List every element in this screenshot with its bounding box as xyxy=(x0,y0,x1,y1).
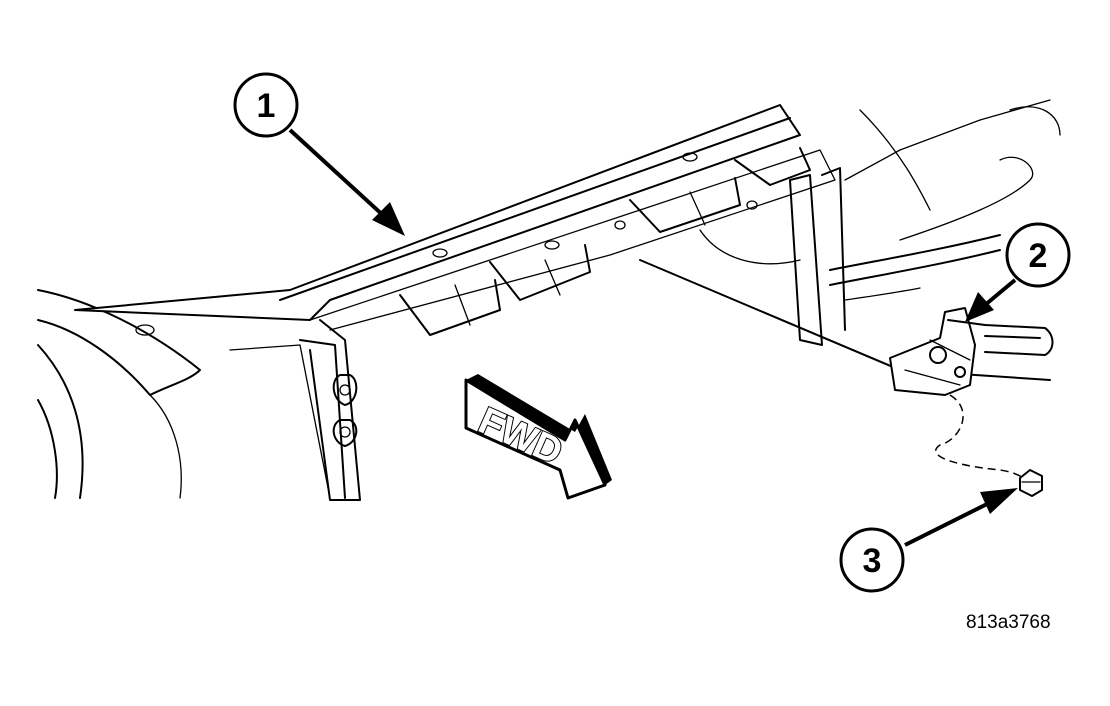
radiator-crossmember xyxy=(74,104,836,336)
figure-id: 813a3768 xyxy=(966,612,1051,633)
callout-3-arrow xyxy=(904,488,1018,547)
right-radiator-support xyxy=(639,99,1061,381)
callout-1-label: 1 xyxy=(257,87,276,125)
callout-2: 2 xyxy=(1005,222,1071,288)
fender-outline xyxy=(37,289,201,499)
callout-1: 1 xyxy=(233,72,299,138)
left-radiator-support xyxy=(229,319,361,501)
callout-2-arrow xyxy=(965,278,1017,322)
callout-1-arrow xyxy=(288,128,405,236)
hood-latch xyxy=(889,307,1054,396)
callout-3-label: 3 xyxy=(863,542,882,580)
forward-direction-arrow: FWD xyxy=(464,374,612,500)
callout-3: 3 xyxy=(839,527,905,593)
bolt xyxy=(1019,469,1043,497)
mounting-path xyxy=(934,394,1029,483)
callout-2-label: 2 xyxy=(1029,237,1048,275)
